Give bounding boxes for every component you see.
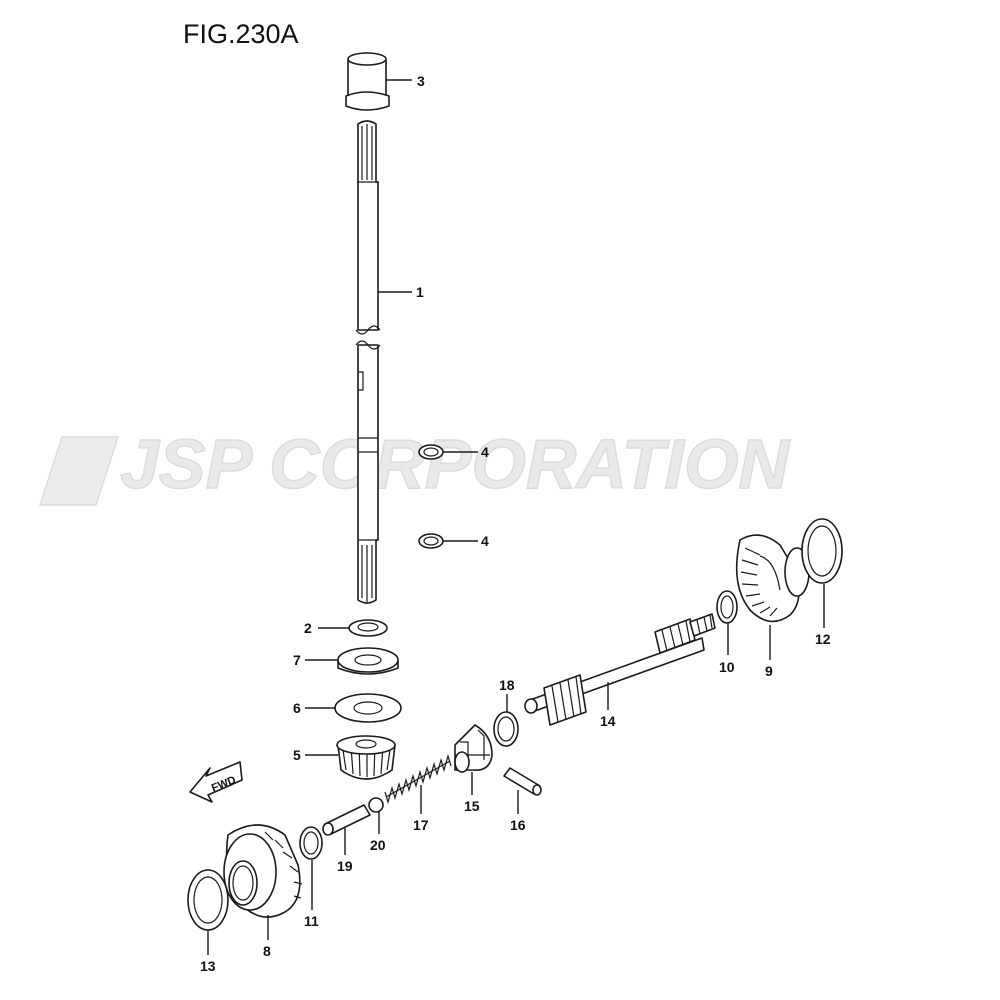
watermark: JSP CORPORATION [38,424,791,506]
part-20-ball[interactable] [368,797,384,813]
callout-16: 16 [510,817,526,833]
watermark-logo-icon [38,436,120,506]
part-11-o-ring[interactable] [299,826,323,860]
callout-4-lower: 4 [481,533,489,549]
callout-6: 6 [293,700,301,716]
fwd-arrow-icon [189,761,243,803]
part-5-pinion-gear[interactable] [336,735,396,780]
part-17-spring[interactable] [384,753,452,805]
part-8-forward-gear[interactable] [223,824,303,918]
part-14-propeller-shaft[interactable] [524,613,716,726]
part-3-cap[interactable] [345,52,390,111]
callout-11: 11 [304,913,319,929]
forward-direction-indicator: FWD [189,761,243,803]
watermark-text: JSP CORPORATION [120,425,790,503]
callout-8: 8 [263,943,271,959]
part-4-snap-ring-upper[interactable] [418,444,444,460]
part-12-shim-ring[interactable] [801,518,843,584]
part-4-snap-ring-lower[interactable] [418,533,444,549]
callout-9: 9 [765,663,773,679]
part-16-pin[interactable] [503,767,542,796]
callout-10: 10 [719,659,735,675]
part-13-shim-ring[interactable] [187,869,229,931]
callout-7: 7 [293,652,301,668]
part-18-ring[interactable] [493,711,519,747]
callout-12: 12 [815,631,831,647]
callout-15: 15 [464,798,480,814]
part-9-reverse-gear[interactable] [735,534,810,623]
callout-1: 1 [416,284,424,300]
callout-2: 2 [304,620,312,636]
callout-3: 3 [417,73,425,89]
callout-17: 17 [413,817,429,833]
figure-title: FIG.230A [183,19,299,49]
callout-labels: 3 1 4 4 2 7 6 5 8 11 13 10 9 12 14 18 15… [200,73,831,974]
callout-20: 20 [370,837,386,853]
part-19-push-rod[interactable] [322,804,371,836]
part-6-shim[interactable] [334,693,402,723]
leader-lines [207,79,825,955]
callout-5: 5 [293,747,301,763]
part-7-bearing-race[interactable] [337,647,399,675]
callout-18: 18 [499,677,515,693]
callout-13: 13 [200,958,216,974]
callout-19: 19 [337,858,353,874]
callout-4-upper: 4 [481,444,489,460]
callout-14: 14 [600,713,616,729]
part-2-washer[interactable] [348,619,388,637]
part-10-o-ring[interactable] [716,590,738,624]
part-15-clutch-dog[interactable] [454,724,493,773]
part-1-drive-shaft[interactable] [355,120,381,604]
